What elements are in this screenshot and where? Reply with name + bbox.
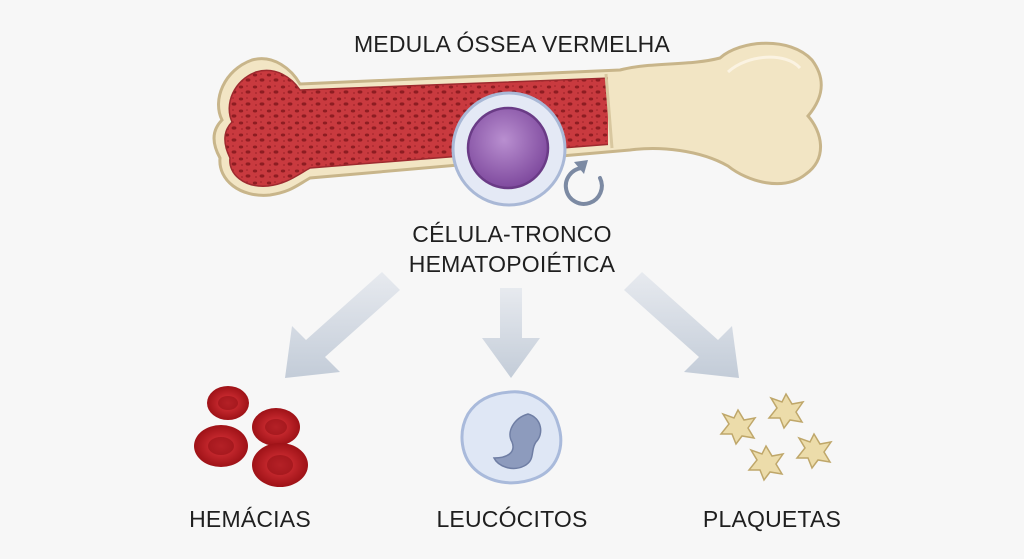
wbc-nucleus xyxy=(492,413,542,470)
rbc-cell xyxy=(207,386,249,420)
bone-cut-line xyxy=(604,73,614,149)
platelets-icon xyxy=(719,392,833,482)
rbc-cell xyxy=(194,425,248,467)
platelet xyxy=(767,392,805,430)
bone-marrow-title: MEDULA ÓSSEA VERMELHA xyxy=(353,31,671,57)
circular-arrow-icon xyxy=(563,160,604,206)
white-blood-cell-icon xyxy=(460,390,563,485)
stem-cell-label-line2: HEMATOPOIÉTICA xyxy=(408,251,616,277)
red-blood-cells-icon xyxy=(194,386,308,487)
arrow-to-platelets xyxy=(624,272,739,378)
platelet xyxy=(747,444,785,482)
rbc-cell xyxy=(252,408,300,446)
stem-cell-label: CÉLULA-TRONCO HEMATOPOIÉTICA xyxy=(0,219,1024,279)
stem-cell xyxy=(451,91,567,207)
stem-cell-label-line1: CÉLULA-TRONCO xyxy=(412,221,612,247)
arrow-to-wbc xyxy=(482,288,540,378)
platelets-label: PLAQUETAS xyxy=(702,506,842,532)
stem-cell-nucleus xyxy=(466,106,550,190)
rbc-cell xyxy=(252,443,308,487)
platelet xyxy=(795,432,833,470)
platelet xyxy=(719,408,757,446)
rbc-label: HEMÁCIAS xyxy=(189,506,311,532)
arrow-to-rbc xyxy=(285,272,400,378)
bone-outline-highlight xyxy=(726,55,802,74)
wbc-label: LEUCÓCITOS xyxy=(436,506,588,532)
